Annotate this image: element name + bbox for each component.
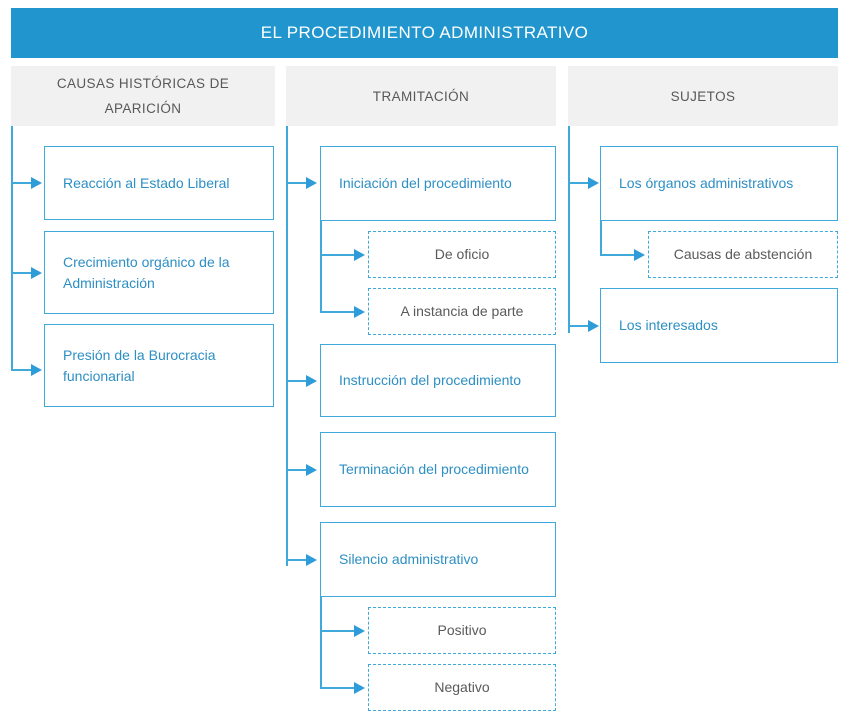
node-positivo[interactable]: Positivo [368,607,556,654]
connector-arrow-causas-abstencion [634,249,645,261]
connector-arrow-sujetos-1 [588,177,599,189]
column-header-tramitacion: TRAMITACIÓN [286,66,556,126]
diagram-title-bar: EL PROCEDIMIENTO ADMINISTRATIVO [11,8,838,58]
connector-line-sujetos-2 [568,325,590,327]
connector-arrow-tramitacion-3 [306,464,317,476]
node-iniciacion-procedimiento[interactable]: Iniciación del procedimiento [320,146,556,221]
column-header-sujetos: SUJETOS [568,66,838,126]
node-negativo-label: Negativo [434,679,490,695]
node-instruccion-procedimiento-label: Instrucción del procedimiento [339,372,522,388]
connector-line-causas-abstencion [600,254,636,256]
connector-line-causas-3 [11,369,33,371]
node-los-interesados[interactable]: Los interesados [600,288,838,363]
column-header-tramitacion-label: TRAMITACIÓN [372,88,470,104]
node-los-interesados-label: Los interesados [619,317,718,333]
connector-arrow-de-oficio [354,249,365,261]
node-iniciacion-procedimiento-label: Iniciación del procedimiento [339,175,512,191]
node-presion-burocracia[interactable]: Presión de la Burocracia funcionarial [44,324,274,407]
connector-arrow-causas-1 [31,177,42,189]
connector-arrow-sujetos-2 [588,320,599,332]
node-organos-administrativos[interactable]: Los órganos administrativos [600,146,838,221]
connector-trunk-causas [11,126,13,370]
connector-subtrunk-iniciacion [320,221,322,313]
node-de-oficio[interactable]: De oficio [368,231,556,278]
connector-subtrunk-organos [600,221,602,256]
connector-line-tramitacion-2 [286,380,308,382]
column-header-causas: CAUSAS HISTÓRICAS DE APARICIÓN [11,66,275,126]
column-header-sujetos-label: SUJETOS [670,88,736,104]
connector-arrow-positivo [354,625,365,637]
connector-line-causas-2 [11,272,33,274]
connector-line-a-instancia [320,311,356,313]
connector-line-tramitacion-1 [286,182,308,184]
node-silencio-administrativo[interactable]: Silencio administrativo [320,522,556,597]
node-presion-burocracia-label: Presión de la Burocracia funcionarial [63,346,216,384]
node-terminacion-procedimiento-label: Terminación del procedimiento [339,461,529,477]
connector-line-tramitacion-4 [286,559,308,561]
connector-arrow-causas-2 [31,267,42,279]
node-a-instancia-de-parte[interactable]: A instancia de parte [368,288,556,335]
connector-arrow-tramitacion-4 [306,554,317,566]
connector-trunk-tramitacion [286,126,288,566]
connector-arrow-causas-3 [31,364,42,376]
connector-line-positivo [320,630,356,632]
connector-arrow-negativo [354,682,365,694]
node-causas-de-abstencion[interactable]: Causas de abstención [648,231,838,278]
node-positivo-label: Positivo [437,622,487,638]
connector-arrow-a-instancia [354,306,365,318]
node-negativo[interactable]: Negativo [368,664,556,711]
connector-line-de-oficio [320,254,356,256]
node-a-instancia-de-parte-label: A instancia de parte [400,303,524,319]
node-terminacion-procedimiento[interactable]: Terminación del procedimiento [320,432,556,507]
node-crecimiento-organico[interactable]: Crecimiento orgánico de la Administració… [44,231,274,314]
node-organos-administrativos-label: Los órganos administrativos [619,175,794,191]
connector-trunk-sujetos [568,126,570,333]
node-instruccion-procedimiento[interactable]: Instrucción del procedimiento [320,344,556,417]
connector-line-causas-1 [11,182,33,184]
connector-arrow-tramitacion-2 [306,375,317,387]
connector-subtrunk-silencio [320,597,322,689]
connector-line-negativo [320,687,356,689]
node-crecimiento-organico-label: Crecimiento orgánico de la Administració… [63,253,230,291]
node-reaccion-estado-liberal[interactable]: Reacción al Estado Liberal [44,146,274,220]
node-reaccion-estado-liberal-label: Reacción al Estado Liberal [63,174,230,191]
diagram-title: EL PROCEDIMIENTO ADMINISTRATIVO [260,23,589,42]
column-header-causas-label: CAUSAS HISTÓRICAS DE APARICIÓN [56,76,230,116]
connector-line-tramitacion-3 [286,469,308,471]
node-de-oficio-label: De oficio [434,246,490,262]
connector-arrow-tramitacion-1 [306,177,317,189]
node-causas-de-abstencion-label: Causas de abstención [673,246,813,262]
connector-line-sujetos-1 [568,182,590,184]
node-silencio-administrativo-label: Silencio administrativo [339,551,479,567]
